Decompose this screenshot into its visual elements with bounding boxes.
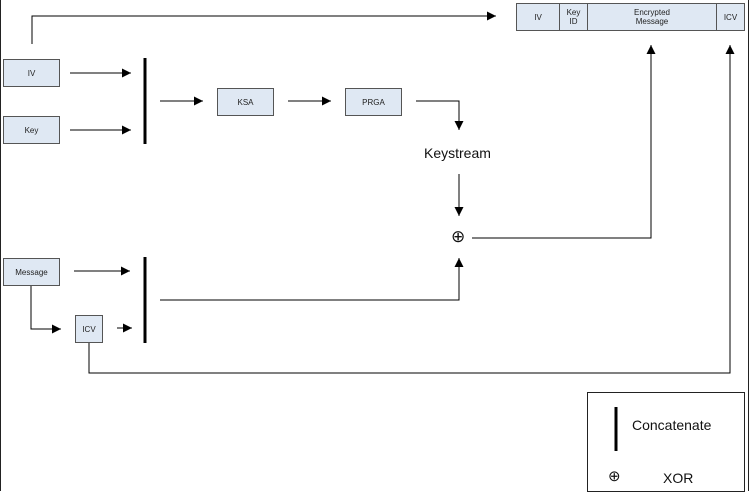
frame-iv-field: IV [516, 3, 560, 31]
iv-input-box: IV [3, 59, 60, 87]
frame-key-id-field: Key ID [559, 3, 588, 31]
message-to-icv-arrow [30, 286, 61, 334]
ksa-box: KSA [217, 88, 274, 116]
prga-box: PRGA [345, 88, 402, 116]
concatenate-legend-icon [614, 407, 618, 451]
xor-legend-icon: ⊕ [608, 468, 621, 485]
concatenate-legend-label: Concatenate [632, 417, 712, 433]
iv-to-frame-arrow [31, 11, 496, 44]
icv-input-label: ICV [82, 324, 96, 334]
concat-to-xor-arrow [160, 258, 464, 301]
icv-to-frame-arrow [88, 45, 735, 374]
message-input-label: Message [15, 267, 48, 277]
xor-legend-label: XOR [663, 470, 694, 486]
legend: Concatenate ⊕ XOR [587, 392, 745, 492]
xor-to-encrypted-arrow [472, 45, 656, 239]
key-input-box: Key [3, 116, 60, 144]
keystream-label: Keystream [424, 145, 491, 161]
frame-iv-label: IV [534, 12, 542, 22]
message-input-box: Message [3, 258, 60, 286]
frame-icv-field: ICV [716, 3, 745, 31]
prga-label: PRGA [362, 97, 385, 107]
icv-input-box: ICV [75, 315, 103, 343]
xor-operator: ⊕ [451, 227, 466, 246]
frame-encrypted-message-label: Encrypted Message [633, 8, 671, 26]
iv-input-label: IV [27, 68, 36, 78]
key-input-label: Key [24, 125, 39, 135]
prga-to-keystream-arrow [416, 100, 464, 130]
frame-key-id-label: Key ID [566, 8, 581, 26]
ksa-label: KSA [237, 97, 254, 107]
frame-icv-label: ICV [723, 12, 738, 22]
frame-encrypted-message-field: Encrypted Message [587, 3, 717, 31]
